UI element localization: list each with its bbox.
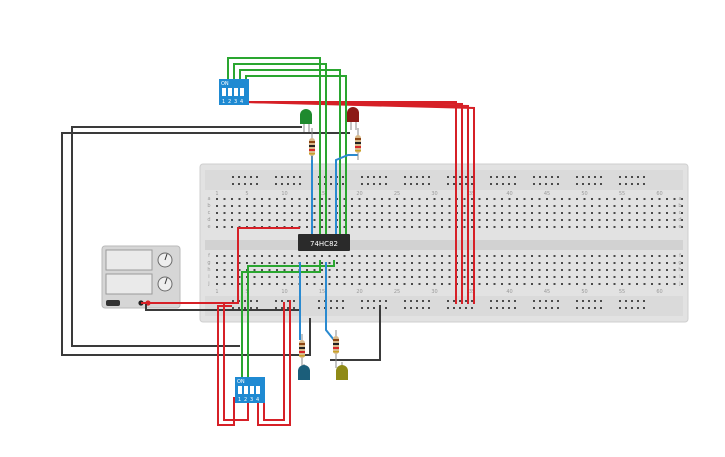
- dip-bottom-n2: 2: [244, 397, 247, 403]
- row-label-left: j: [207, 281, 209, 287]
- col-label-bottom: 55: [619, 289, 625, 295]
- resistor-4: [333, 330, 339, 368]
- led-olive: [336, 362, 348, 380]
- dip-bottom-n1: 1: [238, 397, 241, 403]
- col-label-bottom: 25: [394, 289, 400, 295]
- row-label-right: f: [679, 253, 681, 259]
- col-label-bottom: 30: [431, 289, 437, 295]
- row-label-right: d: [678, 217, 681, 223]
- row-label-right: i: [679, 274, 680, 280]
- col-label-top: 5: [245, 191, 248, 197]
- col-label-top: 40: [506, 191, 512, 197]
- wire-red-bottom-3: [257, 300, 291, 426]
- row-label-left: f: [208, 253, 210, 259]
- col-label-top: 50: [581, 191, 587, 197]
- wire-red-bottom-4: [263, 302, 285, 421]
- col-label-bottom: 45: [544, 289, 550, 295]
- wire-green-3: [239, 69, 341, 240]
- row-label-left: h: [207, 267, 210, 273]
- col-label-bottom: 35: [469, 289, 475, 295]
- led-green: [300, 109, 312, 132]
- wire-green-2: [233, 63, 327, 240]
- breadboard: 1 1 55 10 10 15 15 20 20 25 25 30 30 35 35 40 40 45 45 50 50…: [199, 163, 689, 323]
- wire-blue-2: [335, 154, 358, 236]
- dip-top-on-label: ON: [221, 81, 229, 87]
- row-label-left: b: [207, 203, 210, 209]
- dip-bottom-n3: 3: [250, 397, 253, 403]
- wire-green-1: [227, 57, 321, 240]
- col-label-bottom: 60: [656, 289, 662, 295]
- row-label-right: j: [678, 281, 680, 287]
- row-label-right: e: [678, 224, 681, 230]
- dip-top-n1: 1: [222, 99, 225, 105]
- col-label-top: 15: [319, 191, 325, 197]
- row-label-left: d: [207, 217, 210, 223]
- resistor-3: [299, 334, 305, 370]
- dip-top-n4: 4: [240, 99, 243, 105]
- led-blue: [298, 364, 310, 380]
- row-label-right: b: [678, 203, 681, 209]
- col-label-top: 10: [281, 191, 287, 197]
- resistor-1: [309, 128, 315, 160]
- col-label-top: 30: [431, 191, 437, 197]
- col-label-top: 25: [394, 191, 400, 197]
- power-switch[interactable]: [106, 300, 120, 306]
- power-supply: [101, 245, 181, 309]
- chip-label: 74HC82: [310, 240, 338, 248]
- col-label-bottom: 20: [356, 289, 362, 295]
- row-label-left: a: [207, 196, 210, 202]
- row-label-left: c: [208, 210, 211, 216]
- col-label-bottom: 10: [281, 289, 287, 295]
- ic-chip: 74HC82: [298, 234, 350, 251]
- led-red: [347, 107, 359, 130]
- resistors: [299, 128, 361, 370]
- row-label-right: a: [678, 196, 681, 202]
- dip-switch-bottom[interactable]: ON 1 2 3 4: [235, 377, 265, 403]
- wire-green-6: [247, 260, 335, 380]
- blue-wires: [299, 154, 358, 341]
- wire-red-psu: [141, 227, 300, 304]
- row-label-left: g: [207, 260, 210, 266]
- wire-red-bottom-2: [223, 302, 249, 421]
- wire-red-bottom-1: [217, 305, 240, 426]
- wire-black-left-outer: [71, 126, 302, 347]
- dip-bottom-on-label: ON: [237, 379, 245, 385]
- col-label-top: 1: [215, 191, 218, 197]
- col-label-top: 35: [469, 191, 475, 197]
- row-label-left: i: [208, 274, 209, 280]
- wire-black-right: [330, 305, 381, 361]
- dip-bottom-n4: 4: [256, 397, 259, 403]
- col-label-top: 20: [356, 191, 362, 197]
- col-label-top: 55: [619, 191, 625, 197]
- dip-top-n2: 2: [228, 99, 231, 105]
- row-label-left: e: [207, 224, 210, 230]
- resistor-2: [355, 128, 361, 160]
- col-label-bottom: 15: [319, 289, 325, 295]
- dip-switch-top[interactable]: ON 1 2 3 4: [219, 79, 249, 105]
- col-label-bottom: 50: [581, 289, 587, 295]
- row-label-right: c: [679, 210, 682, 216]
- dip-top-n3: 3: [234, 99, 237, 105]
- row-label-right: g: [678, 260, 681, 266]
- col-label-bottom: 1: [215, 289, 218, 295]
- leds: [298, 107, 359, 380]
- col-label-top: 60: [656, 191, 662, 197]
- row-label-right: h: [678, 267, 681, 273]
- wire-blue-4: [325, 262, 335, 341]
- wire-black-left-inner: [61, 132, 350, 356]
- wire-red-4: [245, 101, 475, 304]
- col-label-top: 45: [544, 191, 550, 197]
- col-label-bottom: 40: [506, 289, 512, 295]
